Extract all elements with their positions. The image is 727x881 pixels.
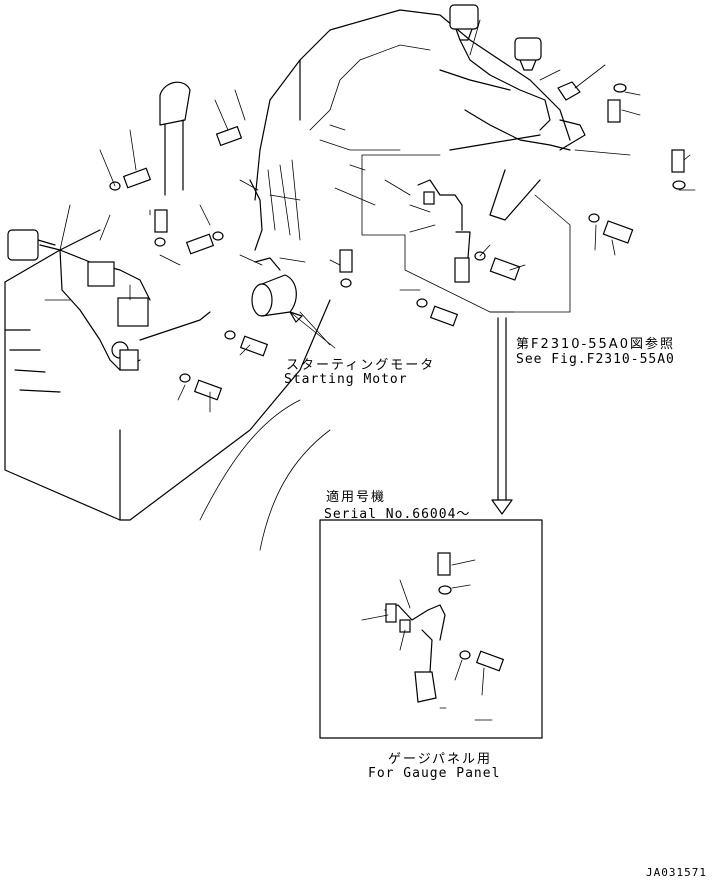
see-figure-label-en: See Fig.F2310-55A0 (516, 352, 675, 367)
see-figure-label-ja: 第F2310-55A0図参照 (516, 337, 675, 352)
work-lamp-right (514, 37, 542, 71)
work-lamp-left (7, 229, 56, 261)
bolts-right (474, 81, 686, 281)
detail-callout-outline (361, 154, 571, 313)
starting-motor (251, 257, 331, 346)
leader-lines (44, 19, 696, 413)
starter-arrow (289, 311, 336, 349)
starting-motor-label-en: Starting Motor (284, 372, 408, 387)
wiring-harness (39, 39, 586, 371)
gauge-panel-label-en: For Gauge Panel (368, 766, 501, 781)
detail-reference-arrow (489, 311, 515, 515)
relay-box-left (87, 261, 149, 371)
machine-body-outline (4, 229, 331, 551)
serial-label-en: Serial No.66004～ (324, 507, 471, 522)
drawing-code: JA031571 (646, 866, 707, 879)
gauge-panel-inset (319, 519, 543, 739)
exhaust-stack (159, 81, 191, 196)
cab-outline (254, 9, 571, 201)
gauge-panel-label-ja: ゲージパネル用 (388, 752, 492, 767)
starting-motor-label-ja: スターティングモータ (286, 358, 436, 373)
bolts-left (109, 125, 459, 401)
serial-label-ja: 適用号機 (326, 490, 387, 505)
work-lamp-top (449, 4, 479, 41)
